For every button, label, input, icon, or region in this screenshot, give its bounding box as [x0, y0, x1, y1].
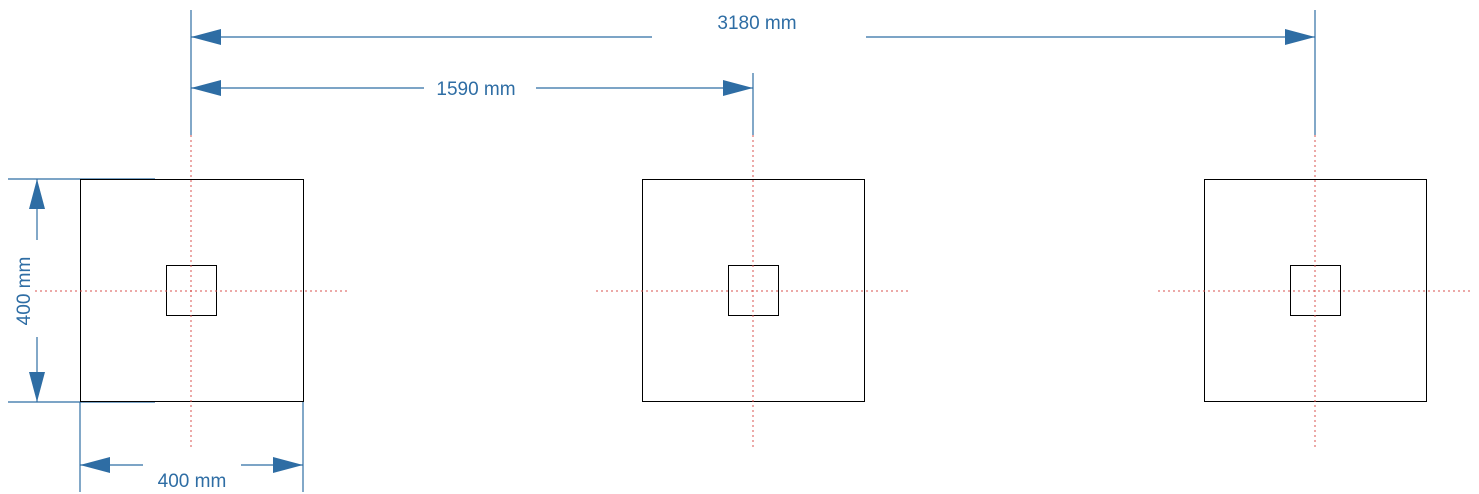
- arrowhead-left: [80, 457, 110, 473]
- dimension-bay-spacing: 1590 mm: [191, 73, 754, 135]
- footing-1: [35, 135, 350, 450]
- dimension-label-spacing: 1590 mm: [436, 79, 515, 100]
- arrowhead-bottom: [29, 372, 45, 402]
- arrowhead-top: [29, 179, 45, 209]
- dimension-label-height: 400 mm: [14, 257, 35, 326]
- dimension-footing-width: 400 mm: [79, 402, 304, 492]
- dimension-overall-spacing: 3180 mm: [190, 10, 1316, 135]
- arrowhead-right: [723, 80, 753, 96]
- arrowhead-right: [1285, 29, 1315, 45]
- footing-3: [1158, 135, 1473, 450]
- arrowhead-left: [191, 29, 221, 45]
- footing-2: [596, 135, 911, 450]
- arrowhead-right: [273, 457, 303, 473]
- dimension-label-width: 400 mm: [158, 471, 227, 492]
- dimension-label-overall: 3180 mm: [717, 13, 796, 34]
- arrowhead-left: [191, 80, 221, 96]
